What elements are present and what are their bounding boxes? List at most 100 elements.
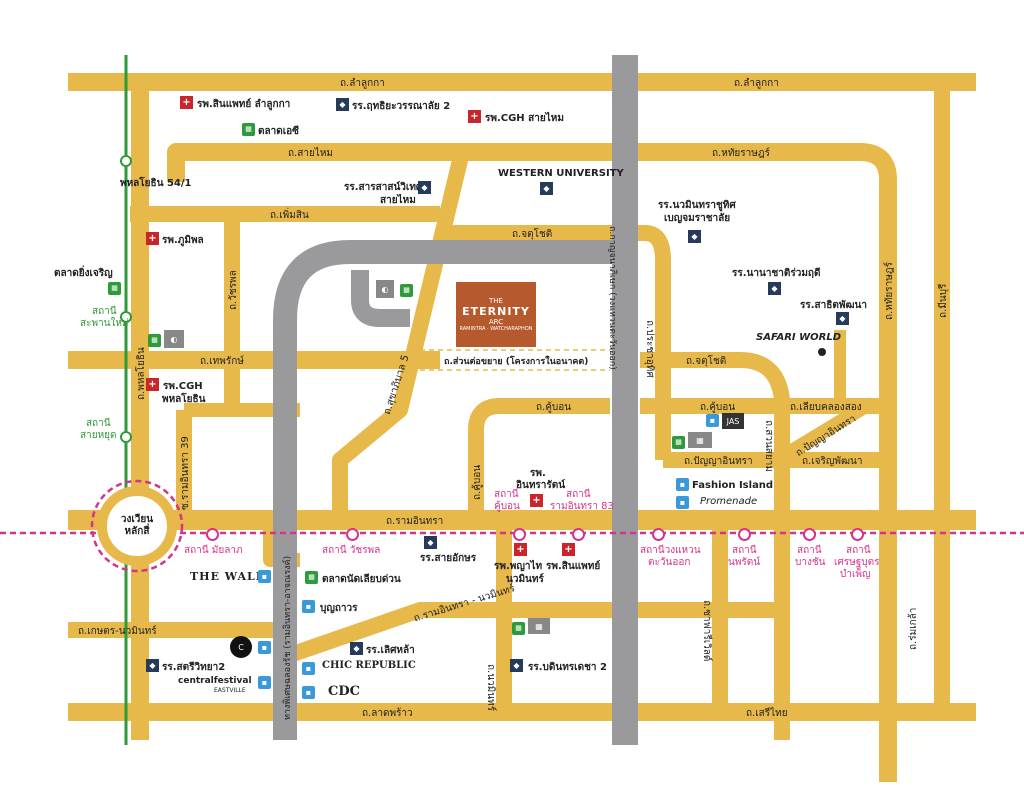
place-chic: CHIC REPUBLIC	[322, 660, 416, 671]
place-western: WESTERN UNIVERSITY	[498, 168, 624, 179]
label-min-buri: ถ.มีนบุรี	[938, 283, 949, 318]
school-icon: ◆	[418, 181, 431, 194]
pink-stop-wat-chara[interactable]	[346, 528, 359, 541]
station-wongwaen2: ตะวันออก	[648, 557, 691, 568]
pink-stop-ram83[interactable]	[572, 528, 585, 541]
bts-stop-sai-yut[interactable]	[120, 431, 132, 443]
station-wat-chara: สถานี วัชรพล	[322, 545, 381, 556]
market-icon: ▦	[108, 282, 121, 295]
place-h-phyathai2: นวมินทร์	[506, 574, 544, 585]
label-seri-thai: ถ.เสรีไทย	[746, 708, 788, 719]
expressway-ramp	[351, 270, 410, 327]
pink-stop-mai-lap[interactable]	[206, 528, 219, 541]
place-s-sattri: รร.สตรีวิทยา2	[162, 662, 226, 673]
pink-stop-bang-chan[interactable]	[803, 528, 816, 541]
label-extension: ถ.ส่วนต่อขยาย (โครงการในอนาคต)	[444, 357, 589, 367]
place-bunthavorn: บุญถาวร	[320, 603, 358, 614]
market-logo: ▦	[688, 432, 712, 448]
place-h-sinphaet: รพ.สินแพทย์	[546, 561, 601, 572]
shop-icon: ▪	[258, 676, 271, 689]
station-sai-yut: สถานี สายหยุด	[80, 418, 117, 441]
label-expressway: ทางพิเศษฉลองรัช (รามอินทรา-อาจณรงค์)	[283, 555, 293, 720]
pink-line-loop	[90, 479, 184, 573]
label-panya-intra: ถ.ปัญญาอินทรา	[684, 456, 753, 467]
label-lieap-khlong: ถ.เลียบคลองสอง	[790, 402, 862, 413]
road-sukhaphiban-5	[332, 150, 470, 510]
school-icon: ◆	[510, 659, 523, 672]
label-charoen-phatthana: ถ.เจริญพัฒนา	[802, 456, 863, 467]
label-khu-bon-2: ถ.คู้บอน	[700, 402, 736, 413]
pink-stop-khu-bon[interactable]	[513, 528, 526, 541]
hospital-icon: +	[562, 543, 575, 556]
place-central2: EASTVILLE	[214, 687, 246, 694]
station-nopparat2: นพรัตน์	[728, 557, 761, 568]
station-setthabut: สถานี	[846, 545, 871, 556]
place-h-phyathai: รพ.พญาไท	[494, 561, 543, 572]
station-bang-chan2: บางชัน	[795, 557, 826, 568]
road-ram-nawamin	[287, 602, 780, 663]
place-cdc: CDC	[328, 684, 360, 699]
place-central: centralfestival	[178, 676, 252, 686]
station-bang-chan: สถานี	[797, 545, 822, 556]
place-s-kritsana: รร.ฤทธิยะวรรณาลัย 2	[352, 101, 451, 112]
label-chatuchot-2: ถ.จตุโชติ	[686, 356, 727, 367]
label-sai-mai: ถ.สายไหม	[288, 148, 334, 159]
project-line4: RAMINTRA · WATCHARAPHON	[459, 326, 533, 332]
big-c-logo: ◐	[164, 330, 184, 348]
label-nawamin: ถ.นวมินทร์	[485, 664, 496, 712]
road-panya-diag	[786, 400, 870, 458]
shop-icon: ▪	[302, 600, 315, 613]
place-s-sarit: รร.สาธิตพัฒนา	[800, 300, 867, 311]
eternity-arc-project[interactable]: THE ETERNITY ARC RAMINTRA · WATCHARAPHON	[456, 282, 536, 347]
shop-icon: ▪	[302, 662, 315, 675]
hospital-icon: +	[180, 96, 193, 109]
place-h-intarat: รพ.	[530, 468, 546, 479]
expressway	[273, 240, 625, 740]
shop-icon: ▪	[258, 570, 271, 583]
central-logo: C	[230, 636, 252, 658]
place-s-nawamin: รร.นวมินทราชูทิศ	[658, 200, 736, 211]
pink-stop-wongwaen[interactable]	[652, 528, 665, 541]
hospital-icon: +	[530, 494, 543, 507]
hospital-icon: +	[468, 110, 481, 123]
wongwian-lak-si: วงเวียน หลักสี่	[97, 486, 177, 566]
school-icon: ◆	[540, 182, 553, 195]
place-m-nat-liap: ตลาดนัดเลียบด่วน	[322, 574, 401, 585]
bts-stop-saphan-mai[interactable]	[120, 311, 132, 323]
label-pracha-u: ถ.ประชาอุทิศ	[644, 320, 655, 378]
label-watcharaphon: ถ.วัชรพล	[228, 270, 239, 310]
label-lat-lum-kaeo-2: ถ.ลำลูกกา	[734, 78, 779, 89]
station-ram83b: รามอินทรา 83	[550, 501, 614, 512]
label-lat-phrao: ถ.ลาดพร้าว	[362, 708, 413, 719]
place-s-nanachat: รร.นานาชาติร่วมฤดี	[732, 268, 821, 279]
shop-icon: ▪	[706, 414, 719, 427]
place-m-market-eg: ตลาดเอซี	[258, 126, 299, 137]
label-rom-klao: ถ.ร่มเกล้า	[908, 607, 919, 650]
label-kanchana: ถ.กาญจนาภิเษก (วงแหวนตะวันออก)	[607, 226, 617, 370]
station-setthabut2: เศรษฐบุตร	[834, 557, 880, 568]
place-s-sarasas: รร.สารสาสน์วิเทศ	[344, 182, 423, 193]
market-icon: ▦	[148, 334, 161, 347]
road-khu-bon	[468, 398, 610, 520]
shop-icon: ▪	[302, 686, 315, 699]
pink-stop-nopparat[interactable]	[738, 528, 751, 541]
place-fashion: Fashion Island	[692, 480, 774, 491]
jas-logo: JAS	[722, 413, 744, 429]
market-icon: ▦	[672, 436, 685, 449]
big-c-logo: ◐	[376, 280, 394, 298]
station-nopparat: สถานี	[732, 545, 757, 556]
road-sai-mai	[167, 143, 897, 782]
place-h-bhumibol: รพ.ภูมิพล	[162, 235, 204, 246]
label-khu-bon-v: ถ.คู้บอน	[472, 464, 483, 500]
bts-stop-phahon-54[interactable]	[120, 155, 132, 167]
school-icon: ◆	[146, 659, 159, 672]
place-h-cgh-phahon2: พหลโยธิน	[162, 394, 206, 405]
pink-stop-setthabut[interactable]	[851, 528, 864, 541]
hospital-icon: +	[146, 232, 159, 245]
label-hathai-rat: ถ.หทัยราษฎร์	[712, 148, 770, 159]
place-safari: SAFARI WORLD	[756, 332, 842, 343]
shop-icon: ▪	[676, 478, 689, 491]
school-icon: ◆	[424, 536, 437, 549]
